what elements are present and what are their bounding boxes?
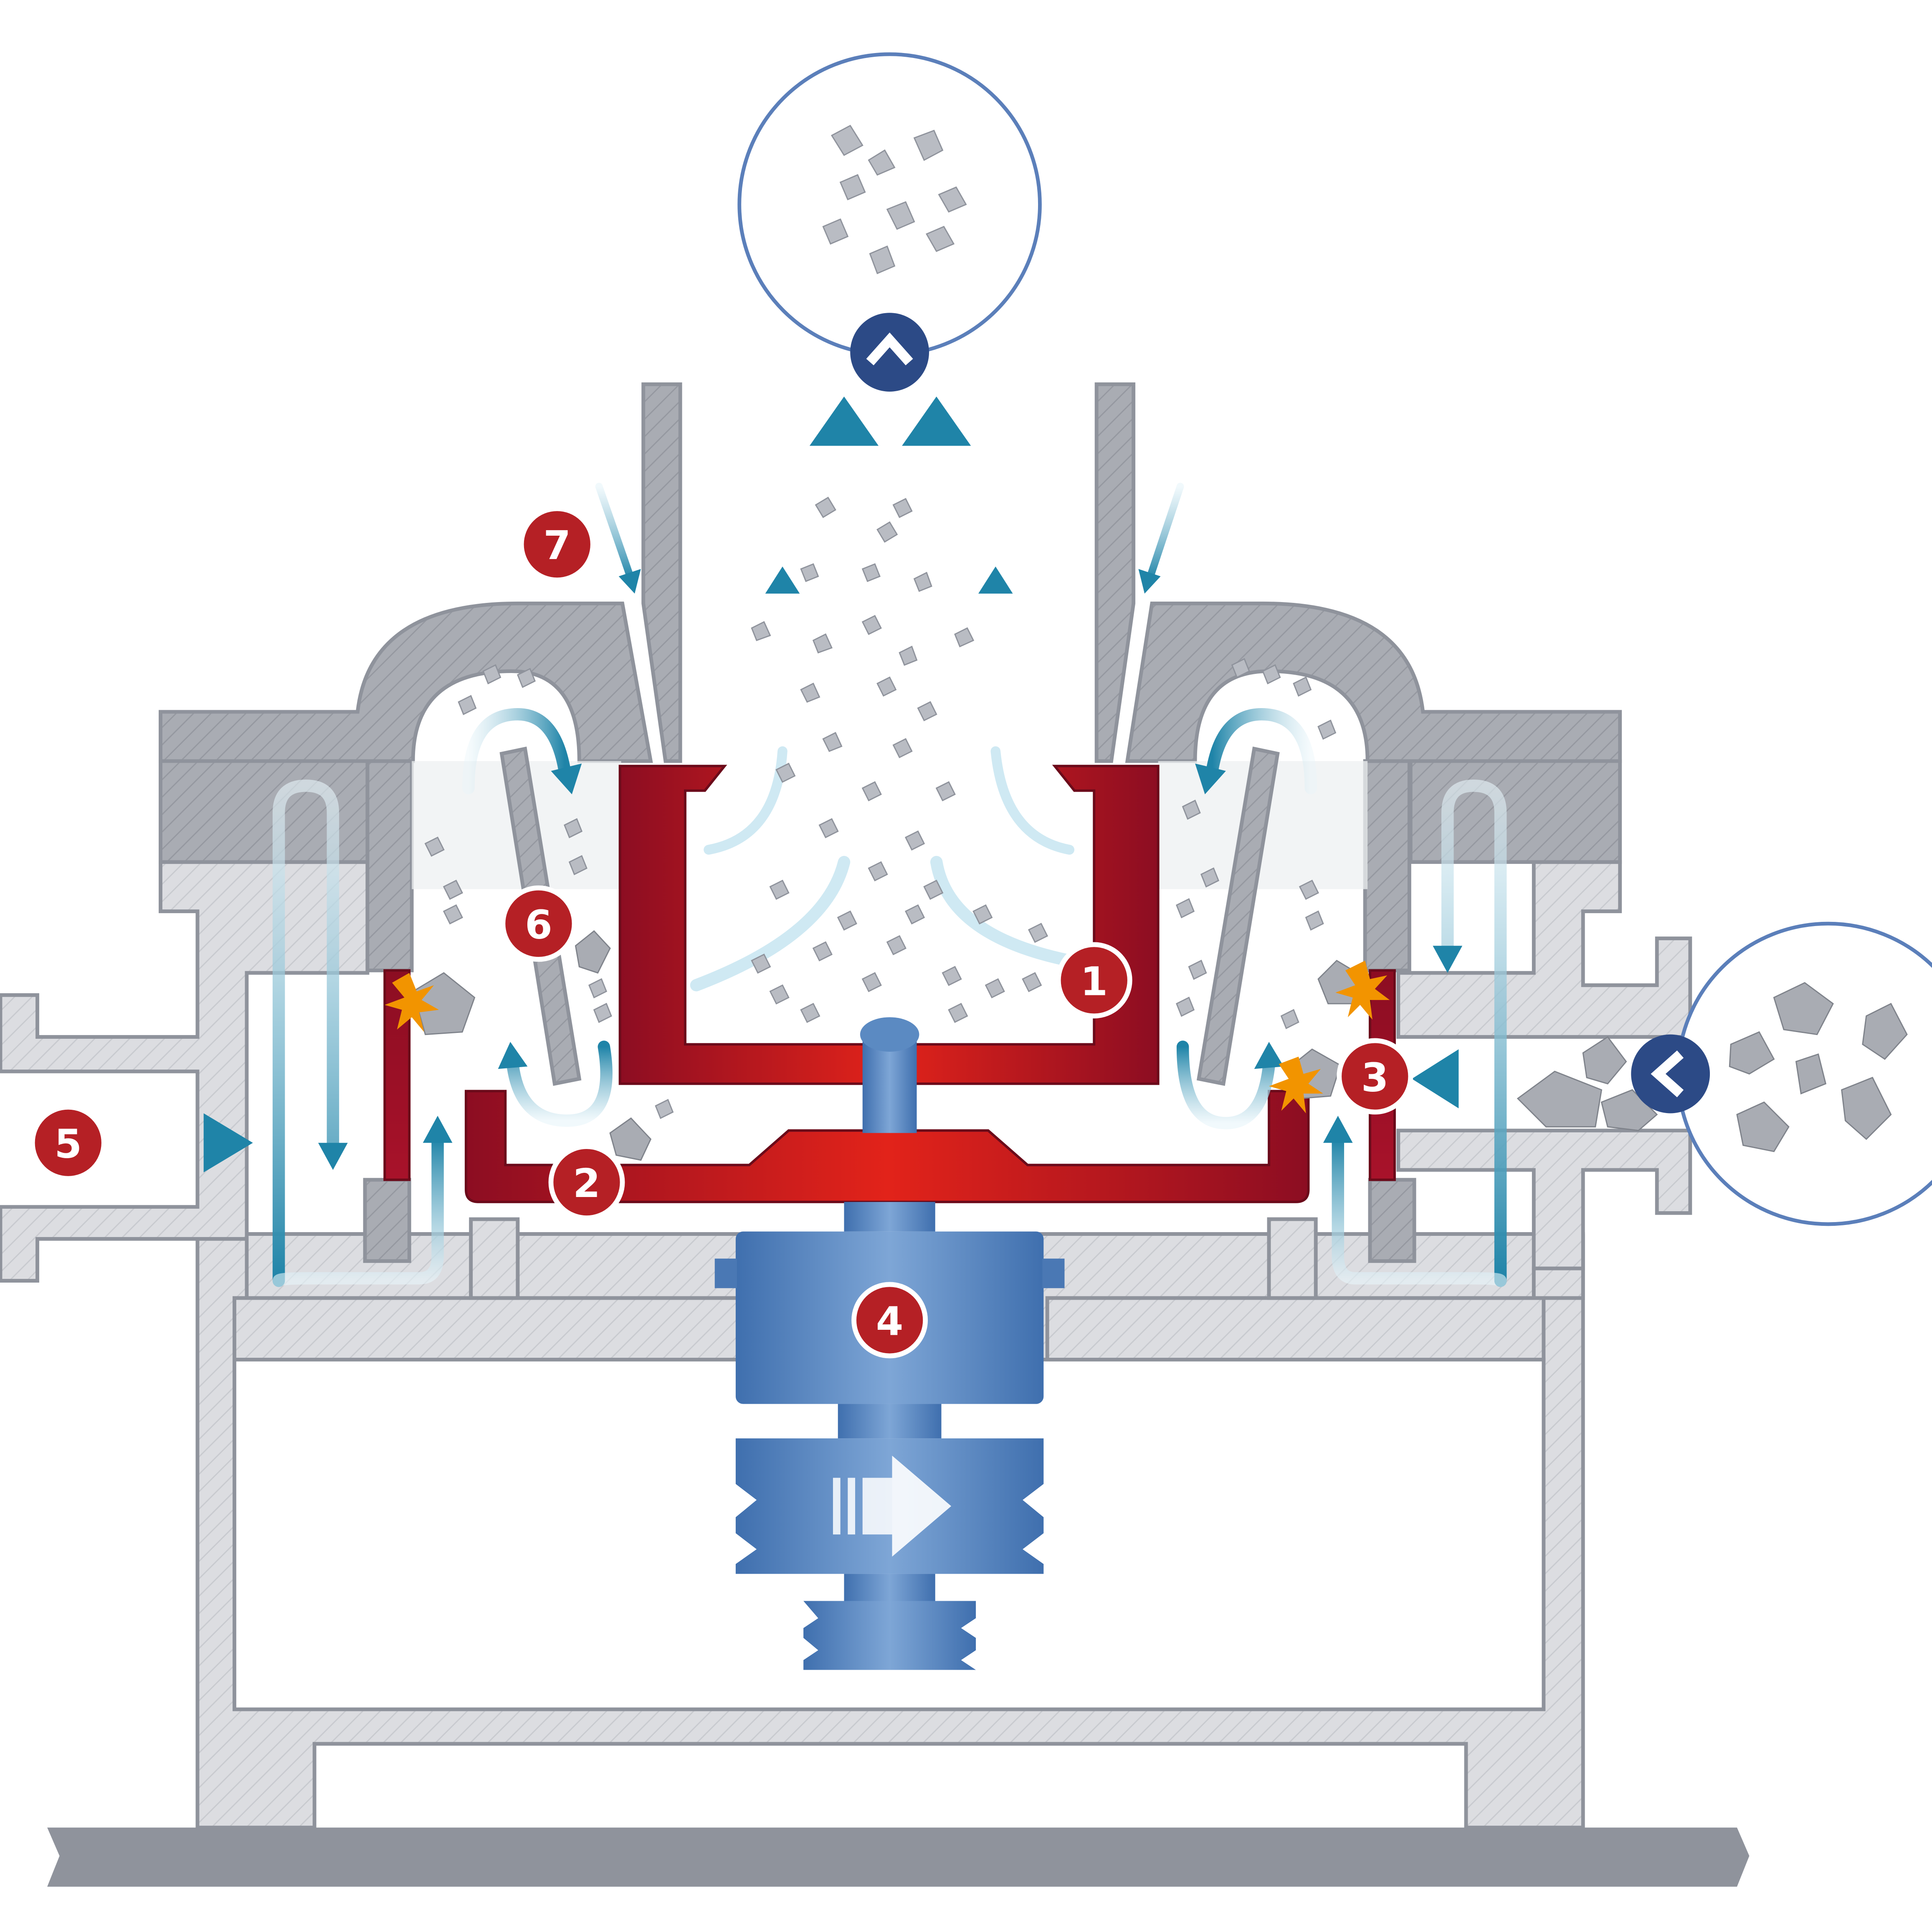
lower-housing bbox=[0, 860, 1692, 1362]
badge-1: 1 bbox=[1056, 942, 1132, 1019]
badge-7-label: 7 bbox=[543, 523, 571, 569]
badge-6: 6 bbox=[500, 885, 577, 962]
badge-6-label: 6 bbox=[525, 902, 552, 948]
badge-3: 3 bbox=[1337, 1038, 1413, 1115]
badge-4-label: 4 bbox=[876, 1298, 904, 1344]
product-output-bubble bbox=[737, 52, 1042, 357]
badge-5: 5 bbox=[30, 1104, 106, 1181]
inner-walls bbox=[363, 759, 1416, 1263]
badge-2: 2 bbox=[548, 1144, 625, 1221]
badge-3-label: 3 bbox=[1361, 1055, 1389, 1101]
airflow bbox=[101, 396, 1528, 1287]
rotor-disc bbox=[465, 1090, 1310, 1203]
arrow-right-icon bbox=[833, 1455, 952, 1557]
outlet-chimney bbox=[641, 382, 1136, 763]
chamber-particles bbox=[424, 658, 1337, 1119]
chevron-left-icon bbox=[1631, 1034, 1710, 1114]
classifier-wheel bbox=[618, 764, 1160, 1085]
badge-5-label: 5 bbox=[54, 1121, 82, 1167]
badge-7: 7 bbox=[519, 506, 595, 583]
impact-sparks bbox=[385, 960, 1390, 1114]
floor-beam bbox=[47, 1827, 1750, 1887]
feed-input-bubble bbox=[1517, 921, 1932, 1226]
fine-particles bbox=[751, 496, 1048, 1023]
badge-4: 4 bbox=[851, 1282, 928, 1359]
badge-2-label: 2 bbox=[573, 1161, 600, 1207]
chevron-up-icon bbox=[850, 313, 929, 392]
badge-1-label: 1 bbox=[1080, 959, 1108, 1005]
